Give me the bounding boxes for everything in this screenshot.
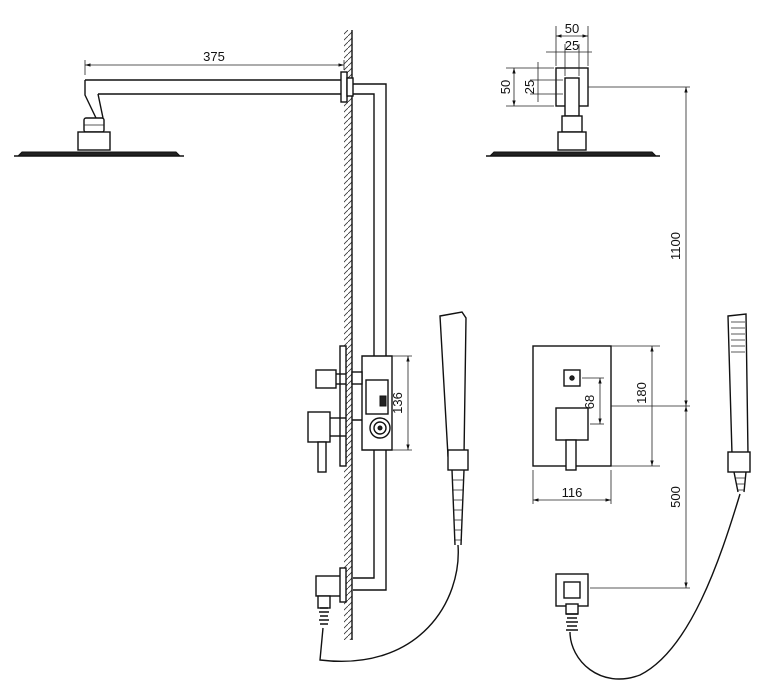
dim-50-top-label: 50 — [565, 21, 579, 36]
valve-body-side — [307, 345, 393, 473]
dim-arm-length: 375 — [84, 49, 345, 75]
wall — [344, 30, 352, 640]
shower-head-side — [14, 117, 184, 157]
dim-1100-label: 1100 — [668, 232, 683, 260]
dim-25-side-label: 25 — [522, 80, 537, 94]
dim-valve-depth: 136 — [390, 355, 412, 451]
wall-outlet-side — [315, 567, 347, 625]
shower-arm — [84, 71, 354, 119]
dim-180-label: 180 — [634, 382, 649, 404]
dim-head-height: 50 25 — [498, 62, 563, 107]
hand-shower-front — [569, 313, 751, 680]
dim-riser-height: 1100 — [668, 87, 688, 406]
dim-116-label: 116 — [562, 485, 583, 500]
dim-valve-height: 500 — [590, 406, 690, 589]
wall-outlet-front — [555, 573, 589, 631]
dim-head-width: 50 25 — [546, 21, 592, 76]
dim-375-label: 375 — [203, 49, 225, 64]
front-view: 50 25 50 25 68 — [486, 21, 751, 680]
dim-68-label: 68 — [582, 395, 597, 409]
shower-head-front — [486, 67, 660, 157]
hand-shower-side — [319, 311, 469, 662]
dim-handle-offset: 68 — [582, 377, 604, 425]
riser-rail — [353, 83, 387, 591]
valve-plate-front — [532, 345, 612, 471]
dim-500-label: 500 — [668, 486, 683, 508]
dim-25-top-label: 25 — [565, 38, 579, 53]
dim-50-side-label: 50 — [498, 80, 513, 94]
dim-plate-width: 116 — [532, 470, 612, 504]
side-view: 375 — [14, 30, 469, 662]
dim-136-label: 136 — [390, 392, 405, 414]
